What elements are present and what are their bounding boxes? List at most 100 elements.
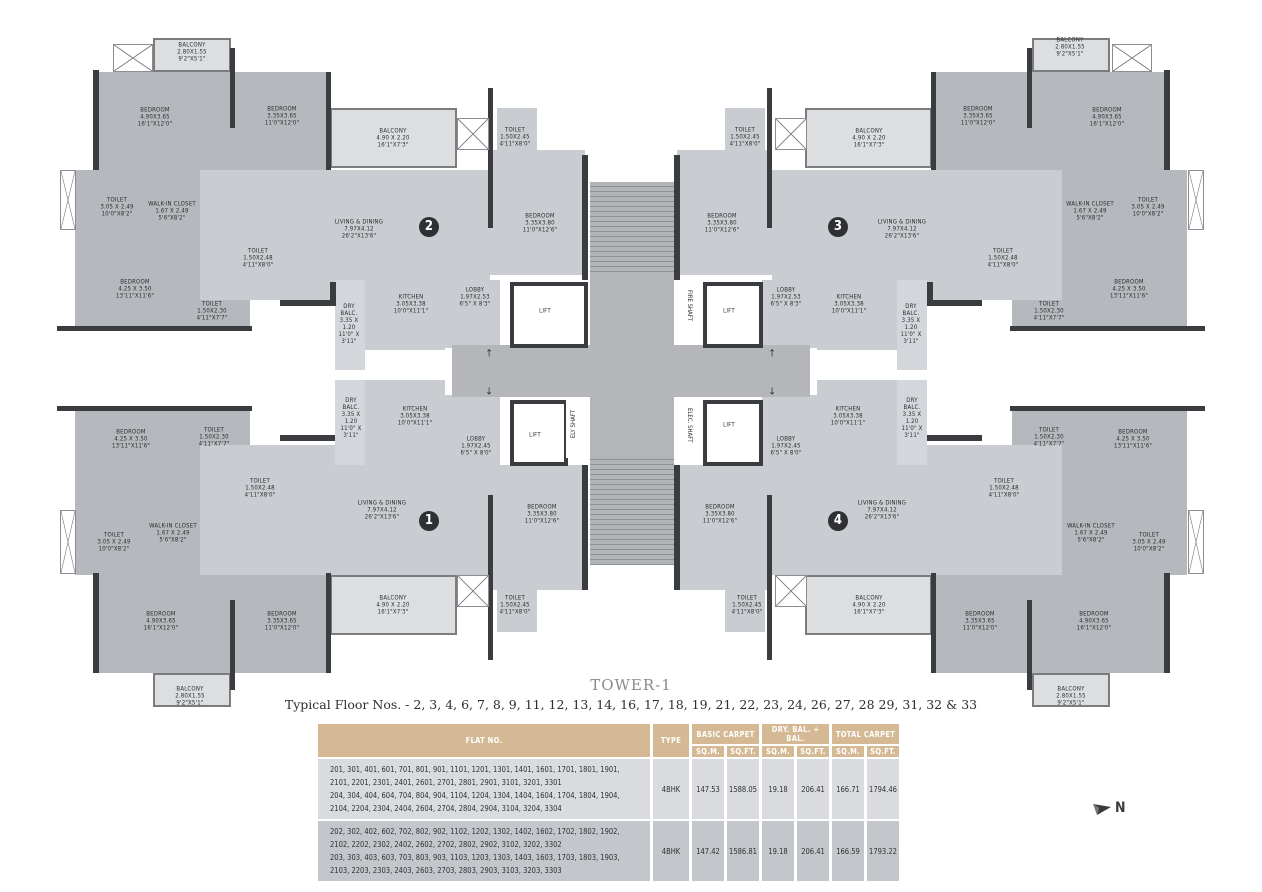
header-sqft: SQ.FT. <box>867 746 899 757</box>
wall <box>931 72 936 170</box>
unit2-toilet-main <box>75 170 130 230</box>
unit3-balcony-small <box>1032 38 1110 72</box>
unit1-balcony-large <box>330 575 457 635</box>
unit4-kitchen <box>817 380 902 465</box>
unit1-bedroom-4 <box>490 465 585 590</box>
unit2-bedroom-4 <box>490 150 585 275</box>
unit2-balcony-large <box>330 108 457 168</box>
unit-badge-1: 1 <box>419 511 439 531</box>
area-table: FLAT NO. TYPE BASIC CARPET DRY. BAL. + B… <box>315 722 902 883</box>
unit-badge-4: 4 <box>828 511 848 531</box>
unit3-toilet-245 <box>725 108 765 150</box>
duct-shaft <box>113 44 153 72</box>
wall <box>230 48 235 128</box>
wall <box>57 406 252 411</box>
unit2-kitchen <box>360 280 445 350</box>
header-sqm: SQ.M. <box>762 746 794 757</box>
header-sqft: SQ.FT. <box>797 746 829 757</box>
elec-shaft-label: ELEC. SHAFT <box>686 408 693 443</box>
header-total-carpet: TOTAL CARPET <box>832 724 899 744</box>
unit1-kitchen <box>360 380 445 465</box>
unit1-dry-balc <box>335 380 365 465</box>
unit3-living <box>772 170 1062 300</box>
wall <box>57 326 252 331</box>
unit4-balcony-small <box>1032 673 1110 707</box>
unit3-walkin <box>1062 170 1132 230</box>
bal-sqft: 206.41 <box>797 821 829 881</box>
unit1-bedroom-2 <box>233 575 329 673</box>
tower-title: TOWER-1 <box>590 676 672 694</box>
table-row: 201, 301, 401, 601, 701, 801, 901, 1101,… <box>318 759 899 819</box>
total-sqft: 1793.22 <box>867 821 899 881</box>
unit3-bedroom-2 <box>934 72 1030 170</box>
ely-shaft-label: ELY SHAFT <box>570 410 577 439</box>
unit4-lobby <box>762 395 817 465</box>
unit3-dry-balc <box>897 280 927 370</box>
elec-shaft <box>682 400 698 458</box>
unit3-bedroom-master <box>1030 72 1168 170</box>
duct-shaft <box>457 575 489 607</box>
wall <box>674 155 680 280</box>
duct-shaft <box>457 118 489 150</box>
wall <box>488 495 493 660</box>
table-row: 202, 302, 402, 602, 702, 802, 902, 1102,… <box>318 821 899 881</box>
wall <box>330 282 336 306</box>
header-sqm: SQ.M. <box>832 746 864 757</box>
header-sqft: SQ.FT. <box>727 746 759 757</box>
total-sqm: 166.59 <box>832 821 864 881</box>
wall <box>927 300 982 306</box>
basic-sqm: 147.42 <box>692 821 724 881</box>
unit4-toilet-main <box>1132 510 1187 575</box>
bal-sqft: 206.41 <box>797 759 829 819</box>
basic-sqft: 1588.05 <box>727 759 759 819</box>
lift-label: LIFT <box>723 421 735 429</box>
wall <box>931 573 936 673</box>
unit4-toilet-245 <box>725 590 765 632</box>
wall <box>93 70 99 170</box>
north-label: N <box>1115 800 1126 816</box>
unit4-living <box>772 445 1062 575</box>
duct-shaft <box>775 575 807 607</box>
stair-landing-bottom <box>590 397 674 455</box>
unit1-balcony-small <box>153 673 231 707</box>
header-dry-bal: DRY. BAL. + BAL. <box>762 724 829 744</box>
lift-label: LIFT <box>539 307 551 315</box>
unit2-balcony-small <box>153 38 231 72</box>
header-flat-no: FLAT NO. <box>318 724 650 757</box>
flat-numbers: 201, 301, 401, 601, 701, 801, 901, 1101,… <box>318 759 650 819</box>
unit2-living <box>200 170 490 300</box>
flat-type: 4BHK <box>653 821 689 881</box>
wall <box>326 72 331 170</box>
